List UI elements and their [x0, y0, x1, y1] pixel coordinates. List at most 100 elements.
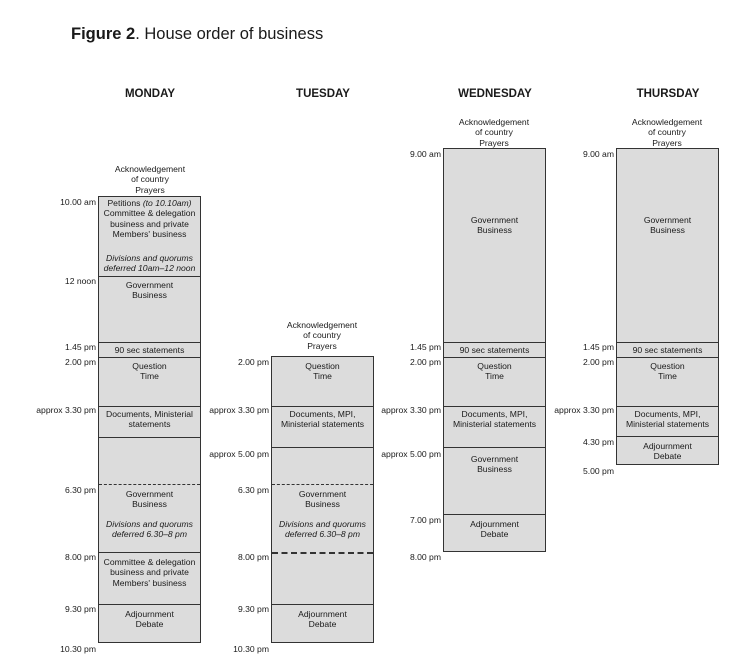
- header-line: Acknowledgement: [114, 164, 186, 174]
- divider: [272, 447, 373, 448]
- time-label: 9.30 pm: [237, 604, 269, 614]
- block-line: Time: [313, 371, 332, 382]
- divider: [617, 342, 718, 343]
- divider: [99, 357, 200, 358]
- figure-title: Figure 2. House order of business: [71, 25, 323, 44]
- block-line: Question: [477, 361, 512, 371]
- divisions-note: Divisions and quorums deferred 6.30–8 pm: [272, 519, 373, 540]
- block-line: Business: [305, 499, 340, 510]
- block-line: Business: [132, 499, 167, 510]
- note-line: deferred 10am–12 noon: [103, 263, 196, 274]
- note-line: Divisions and quorums: [106, 519, 193, 529]
- block-line: Adjournment: [298, 609, 347, 619]
- block-line: Business: [650, 225, 685, 236]
- government-business-block: Government Business: [444, 215, 545, 236]
- question-time-block: Question Time: [444, 361, 545, 382]
- documents-block: Documents, MPI, Ministerial statements: [617, 409, 718, 430]
- block-line: Documents, MPI,: [634, 409, 701, 419]
- divider: [99, 342, 200, 343]
- wednesday-column: Government Business 90 sec statements Qu…: [443, 148, 546, 552]
- petitions-label: Petitions: [107, 198, 141, 208]
- divider: [99, 552, 200, 553]
- government-business-afternoon-block: Government Business: [444, 454, 545, 475]
- adjournment-block: Adjournment Debate: [617, 441, 718, 462]
- header-line: of country: [131, 174, 169, 185]
- thursday-column: Government Business 90 sec statements Qu…: [616, 148, 719, 465]
- time-label: approx 3.30 pm: [381, 405, 441, 415]
- time-label: 2.00 pm: [409, 357, 441, 367]
- divider: [99, 276, 200, 277]
- header-line: Prayers: [652, 137, 682, 148]
- time-label: approx 5.00 pm: [209, 449, 269, 459]
- divider: [444, 406, 545, 407]
- header-line: of country: [648, 127, 686, 138]
- time-label: 1.45 pm: [64, 342, 96, 352]
- time-label: approx 3.30 pm: [209, 405, 269, 415]
- block-line: Debate: [308, 619, 337, 630]
- documents-block: Documents, MPI, Ministerial statements: [272, 409, 373, 430]
- note-line: deferred 6.30–8 pm: [284, 529, 360, 540]
- divider: [272, 604, 373, 605]
- tuesday-header: Acknowledgement of country Prayers: [252, 320, 392, 351]
- block-line: Documents, MPI,: [289, 409, 356, 419]
- time-label: 2.00 pm: [582, 357, 614, 367]
- dashed-divider: [272, 484, 373, 485]
- adjournment-block: Adjournment Debate: [99, 609, 200, 630]
- petitions-block: Petitions (to 10.10am) Committee & deleg…: [99, 198, 200, 240]
- day-wednesday: WEDNESDAY: [458, 88, 532, 100]
- block-line: Question: [650, 361, 685, 371]
- block-line: Members' business: [112, 577, 187, 588]
- time-label: 9.00 am: [582, 149, 614, 159]
- question-time-block: Question Time: [272, 361, 373, 382]
- divider: [444, 357, 545, 358]
- time-label: 4.30 pm: [582, 437, 614, 447]
- header-line: Acknowledgement: [458, 117, 530, 127]
- thursday-header: Acknowledgement of country Prayers: [597, 117, 736, 148]
- time-label: 10.30 pm: [60, 644, 96, 654]
- time-label: 1.45 pm: [409, 342, 441, 352]
- time-label: 10.30 pm: [233, 644, 269, 654]
- header-line: of country: [303, 330, 341, 341]
- block-line: Ministerial statements: [280, 419, 365, 430]
- block-line: Time: [485, 371, 504, 382]
- petitions-time: (to 10.10am): [142, 198, 192, 208]
- block-line: Debate: [135, 619, 164, 630]
- block-line: statements: [128, 419, 171, 430]
- time-label: 7.00 pm: [409, 515, 441, 525]
- divider: [617, 406, 718, 407]
- divider: [99, 406, 200, 407]
- block-line: Adjournment: [643, 441, 692, 451]
- block-line: Question: [305, 361, 340, 371]
- government-business-evening-block: Government Business: [99, 489, 200, 510]
- block-line: Time: [140, 371, 159, 382]
- time-label: approx 3.30 pm: [554, 405, 614, 415]
- divider: [444, 447, 545, 448]
- divider: [99, 437, 200, 438]
- dashed-divider: [272, 552, 373, 554]
- government-business-block: Government Business: [99, 280, 200, 301]
- divider: [617, 357, 718, 358]
- government-business-block: Government Business: [272, 489, 373, 510]
- statements-block: 90 sec statements: [632, 345, 703, 355]
- time-label: 5.00 pm: [582, 466, 614, 476]
- time-label: 8.00 pm: [64, 552, 96, 562]
- time-label: 2.00 pm: [64, 357, 96, 367]
- block-line: Members' business: [112, 229, 187, 240]
- header-line: Acknowledgement: [286, 320, 358, 330]
- divider: [99, 604, 200, 605]
- time-label: 9.30 pm: [64, 604, 96, 614]
- time-label: approx 5.00 pm: [381, 449, 441, 459]
- adjournment-block: Adjournment Debate: [444, 519, 545, 540]
- question-time-block: Question Time: [617, 361, 718, 382]
- block-line: Ministerial statements: [625, 419, 710, 430]
- day-thursday: THURSDAY: [636, 88, 700, 100]
- header-line: Prayers: [135, 184, 165, 195]
- block-line: Government: [470, 454, 519, 464]
- time-label: 6.30 pm: [237, 485, 269, 495]
- question-time-block: Question Time: [99, 361, 200, 382]
- divider: [617, 436, 718, 437]
- committee-evening-block: Committee & delegation business and priv…: [99, 557, 200, 588]
- block-line: Debate: [480, 529, 509, 540]
- time-label: 8.00 pm: [237, 552, 269, 562]
- block-line: Debate: [653, 451, 682, 462]
